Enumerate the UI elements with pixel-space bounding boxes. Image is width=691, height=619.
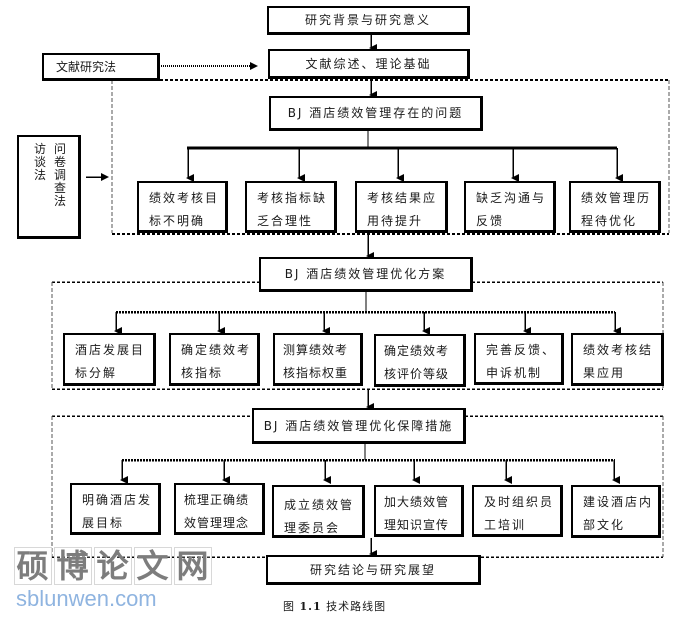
safeguard-item: 明确酒店发 展目标 bbox=[70, 483, 161, 535]
safeguard-item-line: 成立绩效管 bbox=[284, 498, 355, 512]
optimization-dashed-region bbox=[51, 281, 664, 390]
literature-method-node: 文献研究法 bbox=[42, 53, 160, 81]
safeguards-branch-lines bbox=[120, 444, 620, 484]
optimization-item-line: 核评价等级 bbox=[384, 367, 450, 381]
problem-item-line: 标不明确 bbox=[149, 214, 206, 228]
safeguard-item-line: 建设酒店内 bbox=[583, 495, 654, 509]
optimization-item: 确定绩效考 核指标 bbox=[169, 333, 260, 386]
safeguard-item: 建设酒店内 部文化 bbox=[571, 485, 661, 538]
problem-item-line: 缺乏沟通与 bbox=[476, 191, 547, 205]
safeguards-title-node: BJ 酒店绩效管理优化保障措施 bbox=[252, 408, 466, 444]
optimization-item-line: 核指标权重 bbox=[283, 366, 349, 380]
problem-item: 绩效考核目 标不明确 bbox=[137, 181, 228, 233]
watermark-logo: 硕博论文网 bbox=[14, 547, 214, 585]
problems-dashed-region bbox=[111, 79, 670, 235]
safeguard-item: 及时组织员 工培训 bbox=[472, 485, 563, 537]
optimization-item-line: 酒店发展目 bbox=[75, 343, 146, 357]
optimization-item-line: 完善反馈、 bbox=[486, 343, 557, 357]
safeguard-item-line: 理知识宣传 bbox=[384, 518, 450, 532]
safeguard-item-line: 部文化 bbox=[583, 518, 626, 532]
problem-item-line: 绩效考核目 bbox=[149, 191, 220, 205]
optimization-item-line: 确定绩效考 bbox=[181, 343, 252, 357]
problems-title-node: BJ 酒店绩效管理存在的问题 bbox=[269, 96, 483, 131]
watermark-url: sblunwen.com bbox=[16, 586, 157, 611]
watermark-char: 网 bbox=[174, 547, 212, 585]
problem-item-line: 绩效管理历 bbox=[581, 191, 652, 205]
caption-title: 技术路线图 bbox=[326, 600, 387, 613]
optimization-item: 完善反馈、 申诉机制 bbox=[474, 333, 564, 385]
optimization-item: 酒店发展目 标分解 bbox=[63, 333, 156, 386]
literature-method-label: 文献研究法 bbox=[56, 60, 117, 74]
optimization-item: 确定绩效考 核评价等级 bbox=[374, 334, 466, 387]
safeguard-item-line: 明确酒店发 bbox=[82, 493, 153, 507]
watermark-char: 硕 bbox=[14, 547, 52, 585]
optimization-item-line: 申诉机制 bbox=[486, 366, 543, 380]
watermark-char: 博 bbox=[54, 547, 92, 585]
interview-method-label: 访谈法 bbox=[34, 142, 49, 182]
optimization-title-label: BJ 酒店绩效管理优化方案 bbox=[284, 267, 447, 281]
problems-title-label: BJ 酒店绩效管理存在的问题 bbox=[287, 106, 464, 120]
optimization-item-line: 绩效考核结 bbox=[583, 343, 654, 357]
optimization-item: 测算绩效考 核指标权重 bbox=[273, 333, 363, 386]
safeguard-item: 梳理正确绩 效管理理念 bbox=[174, 483, 265, 535]
problems-branch-lines bbox=[186, 131, 623, 182]
problem-item: 考核结果应 用待提升 bbox=[355, 181, 448, 233]
caption-prefix: 图 bbox=[283, 600, 295, 613]
optimization-branch-lines bbox=[114, 291, 621, 335]
optimization-item: 绩效考核结 果应用 bbox=[571, 333, 664, 386]
literature-review-label: 文献综述、理论基础 bbox=[305, 56, 432, 71]
safeguard-item-line: 梳理正确绩 bbox=[184, 493, 250, 507]
safeguard-item-line: 加大绩效管 bbox=[384, 495, 450, 509]
problem-item: 绩效管理历 程待优化 bbox=[569, 181, 661, 233]
problem-item-line: 乏合理性 bbox=[257, 214, 314, 228]
safeguards-title-label: BJ 酒店绩效管理优化保障措施 bbox=[263, 418, 454, 433]
optimization-title-node: BJ 酒店绩效管理优化方案 bbox=[259, 257, 473, 292]
problem-item-line: 用待提升 bbox=[367, 214, 424, 228]
problem-item-line: 考核结果应 bbox=[367, 191, 438, 205]
optimization-item-line: 核指标 bbox=[181, 366, 224, 380]
watermark-char: 文 bbox=[134, 547, 172, 585]
problem-item-line: 考核指标缺 bbox=[257, 191, 328, 205]
literature-review-node: 文献综述、理论基础 bbox=[268, 49, 470, 79]
optimization-item-line: 测算绩效考 bbox=[283, 343, 349, 357]
optimization-item-line: 确定绩效考 bbox=[384, 344, 450, 358]
safeguard-item-line: 展目标 bbox=[82, 516, 125, 530]
safeguard-item: 加大绩效管 理知识宣传 bbox=[374, 485, 464, 537]
safeguard-item: 成立绩效管 理委员会 bbox=[272, 485, 365, 538]
safeguards-dashed-region bbox=[51, 415, 664, 558]
safeguard-item-line: 理委员会 bbox=[284, 521, 341, 535]
problem-item-line: 反馈 bbox=[476, 214, 505, 228]
questionnaire-method-label: 问卷调查法 bbox=[54, 142, 69, 208]
optimization-item-line: 标分解 bbox=[75, 366, 118, 380]
research-background-node: 研究背景与研究意义 bbox=[267, 6, 470, 35]
safeguard-item-line: 效管理理念 bbox=[184, 516, 250, 530]
conclusion-label: 研究结论与研究展望 bbox=[309, 562, 436, 577]
problem-item: 缺乏沟通与 反馈 bbox=[464, 181, 556, 233]
problem-item: 考核指标缺 乏合理性 bbox=[245, 181, 337, 233]
problem-item-line: 程待优化 bbox=[581, 214, 638, 228]
safeguard-item-line: 工培训 bbox=[484, 518, 527, 532]
watermark-char: 论 bbox=[94, 547, 132, 585]
optimization-item-line: 果应用 bbox=[583, 366, 626, 380]
interview-questionnaire-node: 访谈法 问卷调查法 bbox=[17, 135, 81, 239]
caption-number: 1.1 bbox=[299, 600, 322, 613]
safeguard-item-line: 及时组织员 bbox=[484, 495, 555, 509]
research-background-label: 研究背景与研究意义 bbox=[304, 13, 431, 27]
conclusion-node: 研究结论与研究展望 bbox=[266, 555, 481, 585]
figure-caption: 图 1.1 技术路线图 bbox=[283, 598, 386, 614]
main-flow-arrows bbox=[366, 35, 377, 558]
